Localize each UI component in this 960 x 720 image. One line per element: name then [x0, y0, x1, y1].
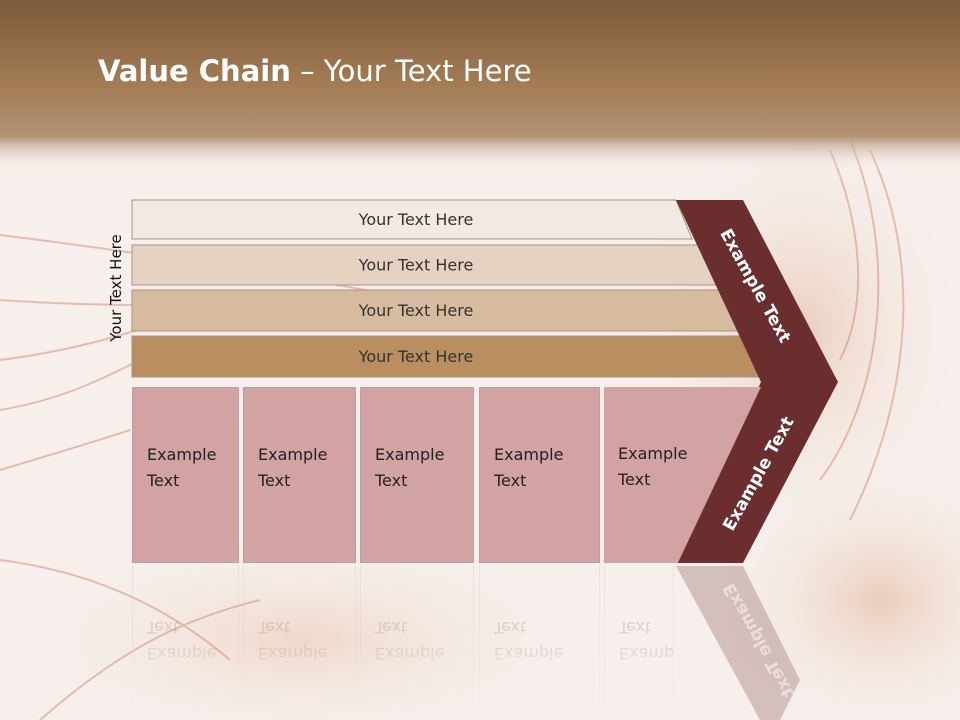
example-box-line2: Text	[258, 471, 291, 490]
example-box-reflection-4: Example Text	[479, 566, 600, 720]
reflection-line2: Text	[147, 618, 180, 637]
example-box-line1: Example	[494, 445, 564, 464]
example-box-line1: Example	[258, 445, 328, 464]
chevron-arrow	[676, 200, 838, 563]
reflection-line1: Example	[494, 644, 564, 663]
value-bar-label-2: Your Text Here	[358, 256, 474, 275]
page-title: Value Chain – Your Text Here	[98, 54, 532, 88]
value-bar-label-4: Your Text Here	[358, 347, 474, 366]
value-bar-label-1: Your Text Here	[358, 210, 474, 229]
reflection-line1: Example	[375, 644, 445, 663]
reflection-line1: Example	[619, 644, 689, 663]
example-box-line2: Text	[618, 470, 651, 489]
title-bold: Value Chain	[98, 54, 291, 88]
value-bar-label-3: Your Text Here	[358, 301, 474, 320]
example-box-line1: Example	[147, 445, 217, 464]
reflection-line2: Text	[619, 618, 652, 637]
title-rest: – Your Text Here	[290, 54, 532, 88]
example-box-reflection-5: Example Text	[604, 566, 689, 720]
example-box-reflection-1: Example Text	[132, 566, 239, 720]
reflection-line1: Example	[258, 644, 328, 663]
chevron-reflection	[676, 566, 800, 720]
example-box-line2: Text	[375, 471, 408, 490]
example-box-line1: Example	[618, 444, 688, 463]
value-bar-1	[131, 199, 693, 240]
example-box-line1: Example	[375, 445, 445, 464]
example-box-reflection-3: Example Text	[360, 566, 474, 720]
reflection-line2: Text	[375, 618, 408, 637]
example-box-line2: Text	[147, 471, 180, 490]
example-box-reflection-2: Example Text	[243, 566, 356, 720]
reflection-line1: Example	[147, 644, 217, 663]
reflection-line2: Text	[494, 618, 527, 637]
reflection-line2: Text	[258, 618, 291, 637]
example-box-line2: Text	[494, 471, 527, 490]
